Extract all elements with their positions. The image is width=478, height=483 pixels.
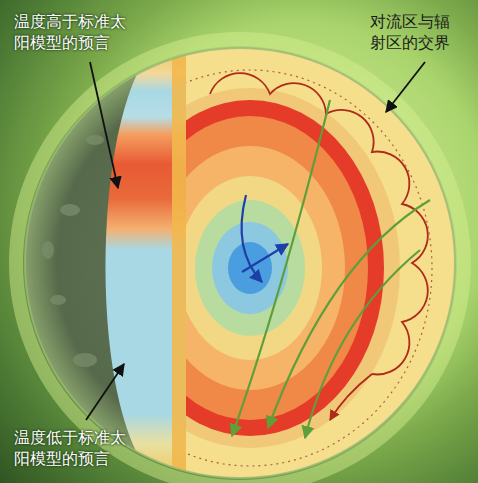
surface-spots: [42, 135, 104, 367]
label-holder: 温度低于标准太阳模型的预言: [14, 428, 129, 470]
cut-face: [186, 40, 478, 483]
callout-label: 对流区与辐射区的交界: [370, 12, 453, 54]
leader-lines: [86, 62, 425, 420]
sun-limb: [25, 48, 455, 478]
label-holder: 对流区与辐射区的交界: [370, 12, 453, 54]
corona-glow: [16, 39, 464, 483]
cut-edge-strip: [172, 48, 188, 478]
label-holder: 温度高于标准太阳模型的预言: [14, 12, 129, 54]
flow-arrows: [232, 100, 430, 438]
callout-label: 温度高于标准太阳模型的预言: [14, 12, 129, 54]
core-arrows: [242, 195, 288, 282]
callout-label: 温度低于标准太阳模型的预言: [14, 428, 129, 470]
